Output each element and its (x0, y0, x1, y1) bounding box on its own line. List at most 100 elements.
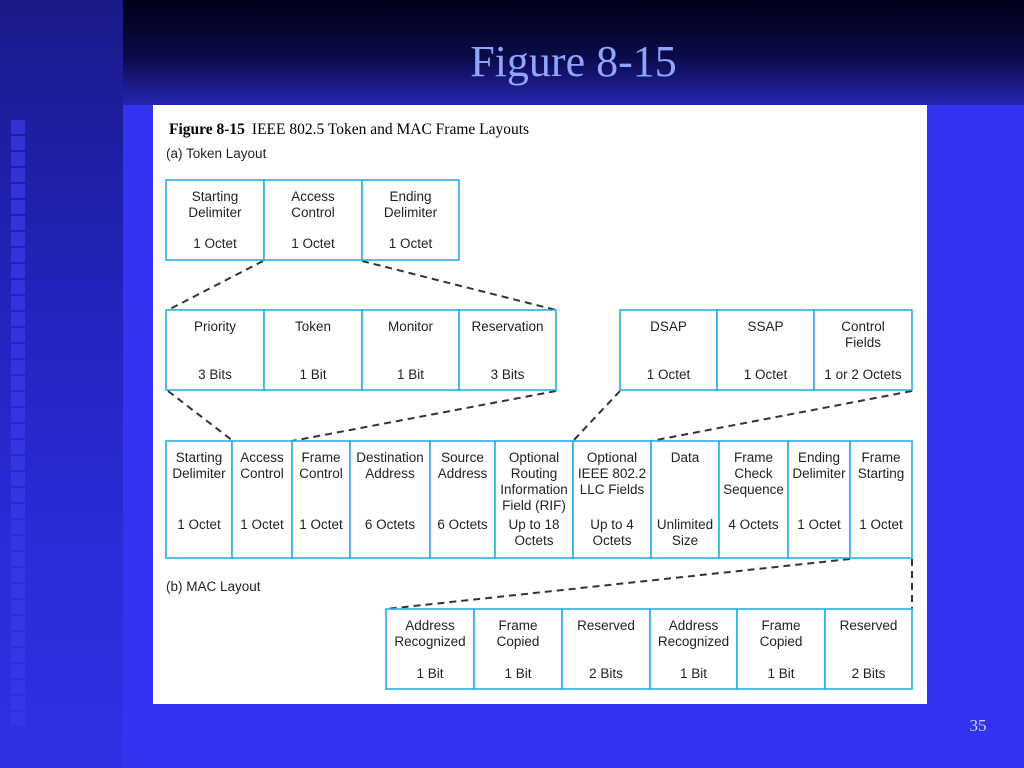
field-size: 1 Bit (680, 666, 707, 681)
field-box (429, 440, 496, 559)
field-label: LLC Fields (580, 482, 645, 497)
field-label: Recognized (658, 634, 729, 649)
connector-line (361, 260, 557, 311)
field-label: Address (365, 466, 415, 481)
decorative-square (11, 568, 25, 582)
decorative-square (11, 712, 25, 726)
decorative-square (11, 520, 25, 534)
field-label: Routing (511, 466, 558, 481)
decorative-square (11, 312, 25, 326)
field-size: Up to 18 (508, 517, 559, 532)
field-size: 1 Bit (504, 666, 531, 681)
field-size: 2 Bits (589, 666, 623, 681)
title-band (123, 0, 1024, 105)
field-size: 4 Octets (728, 517, 779, 532)
field-size: 1 Octet (647, 367, 691, 382)
connector-line (291, 390, 557, 442)
field-box (165, 309, 265, 391)
field-label: Control (841, 319, 885, 334)
decorative-square (11, 536, 25, 550)
field-label: Fields (845, 335, 881, 350)
decorative-square (11, 424, 25, 438)
decorative-square (11, 664, 25, 678)
field-label: Recognized (394, 634, 465, 649)
field-label: Starting (192, 189, 239, 204)
field-box (813, 309, 913, 391)
field-size: 1 Octet (859, 517, 903, 532)
decorative-square (11, 392, 25, 406)
field-box (458, 309, 557, 391)
field-box (473, 608, 563, 690)
field-label: Reservation (471, 319, 543, 334)
field-label: Delimiter (172, 466, 226, 481)
decorative-square (11, 376, 25, 390)
field-label: Frame (734, 450, 773, 465)
decorative-square (11, 120, 25, 134)
connector-line (167, 390, 234, 442)
decorative-square (11, 680, 25, 694)
field-label: Frame (861, 450, 900, 465)
slide-title: Figure 8-15 (470, 37, 677, 86)
page-number: 35 (969, 716, 987, 735)
field-label: Check (734, 466, 773, 481)
decorative-square (11, 504, 25, 518)
field-size: 1 or 2 Octets (824, 367, 902, 382)
field-label: Access (240, 450, 284, 465)
field-label: Optional (509, 450, 559, 465)
left-decorative-strip (0, 0, 123, 768)
connector-line (385, 558, 851, 610)
field-label: Priority (194, 319, 236, 334)
decorative-square (11, 696, 25, 710)
decorative-square (11, 488, 25, 502)
decorative-square (11, 648, 25, 662)
decorative-square (11, 344, 25, 358)
field-label: Address (405, 618, 455, 633)
field-size: Up to 4 (590, 517, 634, 532)
field-size: Unlimited (657, 517, 713, 532)
decorative-square (11, 616, 25, 630)
field-label: Copied (760, 634, 803, 649)
decorative-square (11, 552, 25, 566)
field-box (619, 309, 718, 391)
field-box (649, 608, 738, 690)
field-size: Octets (592, 533, 631, 548)
field-label: Destination (356, 450, 424, 465)
field-label: Frame (301, 450, 340, 465)
decorative-square (11, 632, 25, 646)
field-label: Address (669, 618, 719, 633)
field-label: Data (671, 450, 700, 465)
field-label: IEEE 802.2 (578, 466, 646, 481)
field-reservation: Reservation 3 Bits (458, 309, 557, 391)
decorative-square (11, 456, 25, 470)
decorative-square (11, 472, 25, 486)
field-label: Ending (798, 450, 840, 465)
field-label: Frame (498, 618, 537, 633)
field-size: 6 Octets (365, 517, 416, 532)
field-box (718, 440, 789, 559)
field-size: 3 Bits (491, 367, 525, 382)
field-box (349, 440, 431, 559)
field-label: Delimiter (188, 205, 242, 220)
field-label: Copied (497, 634, 540, 649)
